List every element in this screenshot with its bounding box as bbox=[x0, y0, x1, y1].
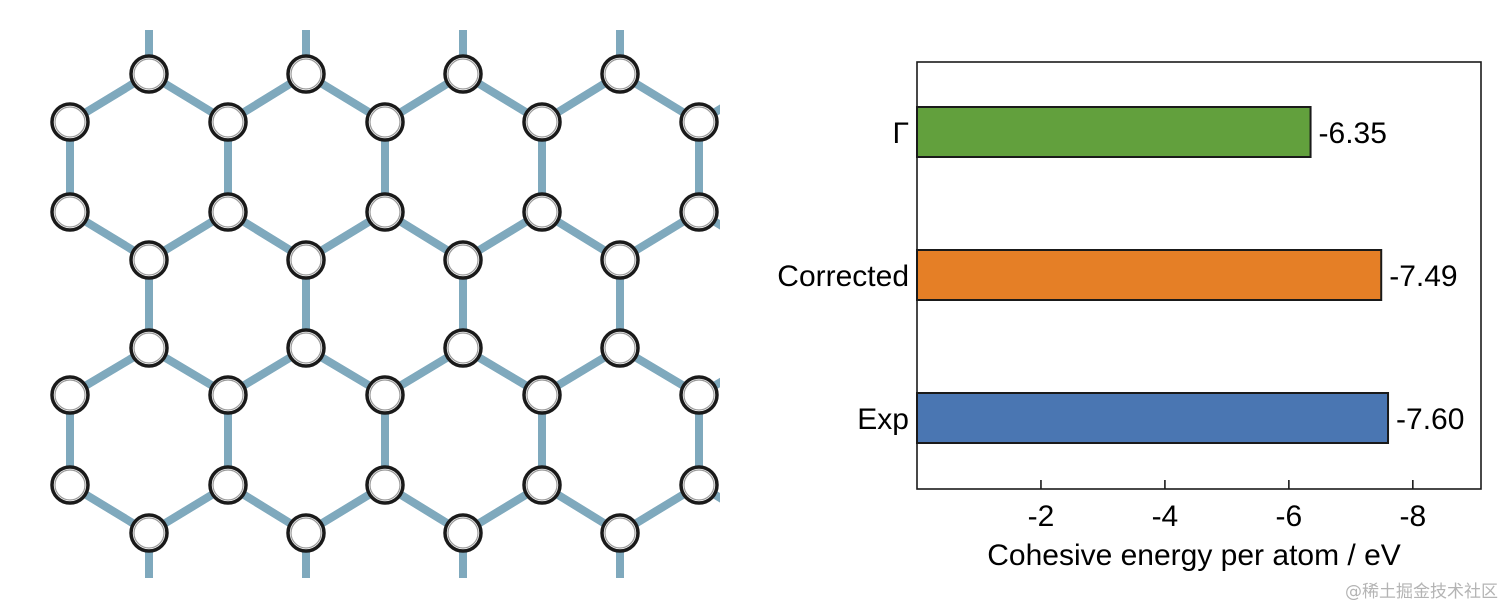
lattice-atom bbox=[443, 513, 483, 553]
lattice-atom bbox=[365, 192, 405, 232]
lattice-atom bbox=[679, 192, 719, 232]
lattice-atom bbox=[365, 465, 405, 505]
lattice-atom-inner-ring bbox=[683, 379, 715, 411]
lattice-atom-inner-ring bbox=[683, 106, 715, 138]
category-label: Γ bbox=[892, 117, 909, 150]
x-tick-label: -2 bbox=[1028, 500, 1055, 533]
lattice-atom bbox=[286, 54, 326, 94]
lattice-atom bbox=[50, 375, 90, 415]
lattice-atom bbox=[208, 375, 248, 415]
lattice-atom bbox=[365, 102, 405, 142]
lattice-atom bbox=[443, 54, 483, 94]
lattice-atom-inner-ring bbox=[447, 517, 479, 549]
lattice-atom-inner-ring bbox=[133, 244, 165, 276]
lattice-atom bbox=[365, 375, 405, 415]
lattice-atom bbox=[208, 102, 248, 142]
lattice-atom-inner-ring bbox=[54, 106, 86, 138]
lattice-atom-inner-ring bbox=[369, 106, 401, 138]
bar-value-label: -6.35 bbox=[1319, 117, 1387, 150]
lattice-atom bbox=[443, 328, 483, 368]
lattice-atom bbox=[129, 513, 169, 553]
lattice-atom bbox=[600, 328, 640, 368]
lattice-atom bbox=[286, 240, 326, 280]
lattice-atom bbox=[600, 240, 640, 280]
lattice-atom bbox=[129, 328, 169, 368]
category-label: Exp bbox=[857, 403, 909, 436]
lattice-atom bbox=[522, 465, 562, 505]
lattice-atom-inner-ring bbox=[369, 469, 401, 501]
x-tick-label: -4 bbox=[1152, 500, 1179, 533]
x-axis-label: Cohesive energy per atom / eV bbox=[987, 539, 1401, 572]
lattice-atom bbox=[522, 375, 562, 415]
lattice-atom bbox=[522, 192, 562, 232]
lattice-atom-inner-ring bbox=[369, 196, 401, 228]
watermark-text: @稀土掘金技术社区 bbox=[1345, 582, 1498, 602]
lattice-atom-inner-ring bbox=[133, 58, 165, 90]
lattice-atom-inner-ring bbox=[683, 469, 715, 501]
lattice-atom bbox=[443, 240, 483, 280]
honeycomb-lattice-diagram bbox=[50, 30, 720, 578]
lattice-atom-inner-ring bbox=[604, 244, 636, 276]
x-tick-label: -8 bbox=[1399, 500, 1426, 533]
lattice-atom-inner-ring bbox=[604, 58, 636, 90]
lattice-atom-inner-ring bbox=[212, 196, 244, 228]
lattice-atom-inner-ring bbox=[290, 58, 322, 90]
lattice-atom bbox=[286, 328, 326, 368]
lattice-atom-inner-ring bbox=[369, 379, 401, 411]
lattice-atom-inner-ring bbox=[604, 517, 636, 549]
lattice-atom bbox=[600, 513, 640, 553]
x-tick-label: -6 bbox=[1276, 500, 1303, 533]
lattice-atom-inner-ring bbox=[290, 244, 322, 276]
bar-value-label: -7.60 bbox=[1396, 403, 1464, 436]
lattice-atom bbox=[600, 54, 640, 94]
lattice-atom bbox=[679, 102, 719, 142]
lattice-atom-inner-ring bbox=[526, 106, 558, 138]
lattice-atom-inner-ring bbox=[290, 517, 322, 549]
lattice-atom-inner-ring bbox=[290, 332, 322, 364]
lattice-atom-inner-ring bbox=[54, 469, 86, 501]
lattice-atom bbox=[208, 465, 248, 505]
lattice-atom bbox=[50, 465, 90, 505]
lattice-atom bbox=[50, 192, 90, 232]
lattice-atom-inner-ring bbox=[447, 332, 479, 364]
lattice-atom-inner-ring bbox=[54, 196, 86, 228]
lattice-atoms bbox=[50, 54, 719, 553]
lattice-atom-inner-ring bbox=[212, 106, 244, 138]
lattice-atom bbox=[50, 102, 90, 142]
bar-1 bbox=[916, 249, 1383, 301]
lattice-atom-inner-ring bbox=[54, 379, 86, 411]
lattice-atom-inner-ring bbox=[526, 379, 558, 411]
bar-value-label: -7.49 bbox=[1389, 260, 1457, 293]
lattice-atom-inner-ring bbox=[212, 469, 244, 501]
bar-2 bbox=[916, 392, 1390, 444]
lattice-atom-inner-ring bbox=[526, 196, 558, 228]
lattice-atom bbox=[522, 102, 562, 142]
lattice-atom-inner-ring bbox=[604, 332, 636, 364]
bar-0 bbox=[916, 106, 1312, 158]
lattice-atom bbox=[286, 513, 326, 553]
lattice-atom-inner-ring bbox=[212, 379, 244, 411]
lattice-atom-inner-ring bbox=[447, 58, 479, 90]
lattice-atom bbox=[679, 375, 719, 415]
lattice-atom bbox=[208, 192, 248, 232]
lattice-atom-inner-ring bbox=[133, 332, 165, 364]
lattice-atom bbox=[129, 240, 169, 280]
lattice-atom bbox=[679, 465, 719, 505]
plot-frame bbox=[916, 61, 1482, 490]
lattice-atom bbox=[129, 54, 169, 94]
lattice-atom-inner-ring bbox=[133, 517, 165, 549]
lattice-atom-inner-ring bbox=[526, 469, 558, 501]
lattice-atom-inner-ring bbox=[683, 196, 715, 228]
lattice-atom-inner-ring bbox=[447, 244, 479, 276]
category-label: Corrected bbox=[777, 260, 909, 293]
